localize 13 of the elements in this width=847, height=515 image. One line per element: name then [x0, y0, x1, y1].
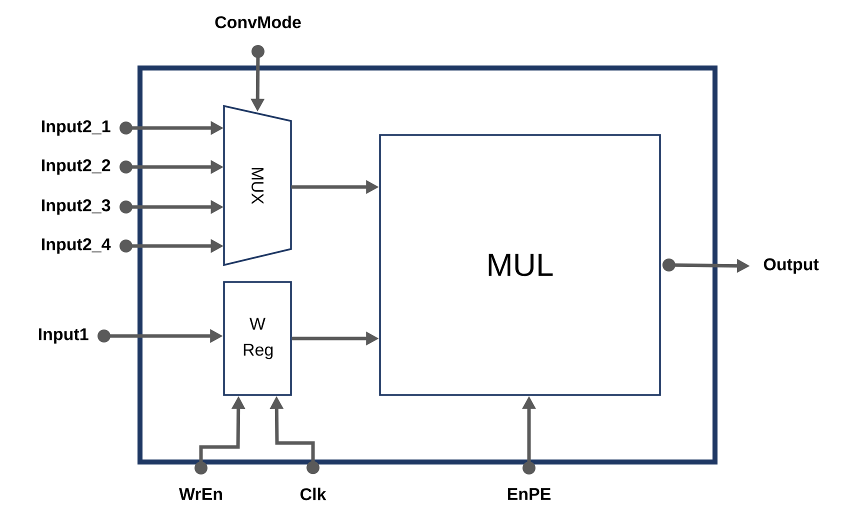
signal-label: Input2_4: [42, 238, 111, 254]
signal-label: Input2_3: [42, 199, 110, 215]
processing-element-box: [138, 66, 718, 464]
signal-label: ConvMode: [215, 16, 301, 28]
signal-label: EnPE: [508, 488, 551, 500]
signal-label: Input2_2: [42, 159, 110, 175]
multiplier-box: MUL: [379, 134, 661, 396]
signal-label: WrEn: [178, 488, 222, 500]
signal-label: Output: [764, 258, 819, 274]
signal-label: Clk: [300, 488, 326, 500]
signal-label: Input1: [38, 328, 88, 344]
register-box: W Reg: [223, 281, 292, 396]
signal-label: Input2_1: [42, 120, 110, 136]
